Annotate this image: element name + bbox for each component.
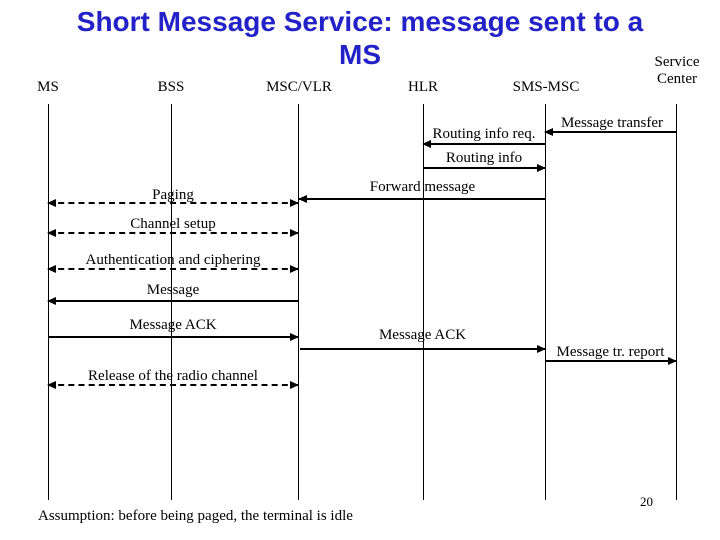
arrow-message-tr-report — [545, 357, 677, 365]
arrow-routing-info — [423, 164, 546, 172]
actor-label-msc-vlr: MSC/VLR — [266, 79, 332, 95]
arrow-authentication-ciphering — [47, 265, 299, 273]
slide-title: Short Message Service: message sent to a… — [0, 5, 720, 71]
arrow-paging — [47, 199, 299, 207]
arrow-message-ack-2 — [300, 345, 546, 353]
actor-label-hlr: HLR — [408, 79, 438, 95]
label-channel-setup: Channel setup — [130, 216, 216, 232]
arrowhead-left-icon — [47, 265, 56, 273]
lifeline-hlr — [423, 104, 424, 500]
lifeline-bss — [171, 104, 172, 500]
arrowhead-right-icon — [290, 381, 299, 389]
arrow-channel-setup — [47, 229, 299, 237]
label-forward-message: Forward message — [369, 179, 476, 195]
label-message-transfer: Message transfer — [560, 115, 664, 131]
assumption-footnote: Assumption: before being paged, the term… — [38, 508, 353, 524]
lifeline-msc-vlr — [298, 104, 299, 500]
arrow-message-transfer — [544, 128, 676, 136]
arrow-release-radio-channel — [47, 381, 299, 389]
arrowhead-right-icon — [290, 229, 299, 237]
label-message-ack-2: Message ACK — [378, 327, 467, 343]
actor-label-ms: MS — [37, 79, 59, 95]
actor-label-sms-msc: SMS-MSC — [512, 79, 580, 95]
lifeline-service-center — [676, 104, 677, 500]
page-number: 20 — [640, 494, 653, 509]
arrowhead-left-icon — [47, 199, 56, 207]
arrowhead-left-icon — [47, 297, 56, 305]
label-message-ack-1: Message ACK — [129, 317, 217, 333]
label-routing-info-req: Routing info req. — [432, 126, 536, 142]
arrowhead-left-icon — [298, 195, 307, 203]
arrow-routing-info-req — [422, 140, 545, 148]
arrowhead-right-icon — [290, 333, 299, 341]
arrowhead-left-icon — [47, 381, 56, 389]
arrow-message — [47, 297, 299, 305]
arrowhead-right-icon — [668, 357, 677, 365]
slide-title-line2: MS — [339, 39, 381, 70]
actor-label-bss: BSS — [157, 79, 185, 95]
label-message: Message — [146, 282, 200, 298]
label-routing-info: Routing info — [445, 150, 523, 166]
lifeline-sms-msc — [545, 104, 546, 500]
label-paging: Paging — [152, 187, 194, 203]
label-message-tr-report: Message tr. report — [556, 344, 665, 360]
label-authentication-ciphering: Authentication and ciphering — [85, 252, 261, 268]
arrowhead-right-icon — [537, 164, 546, 172]
label-release-radio-channel: Release of the radio channel — [88, 368, 258, 384]
arrowhead-right-icon — [290, 199, 299, 207]
arrowhead-left-icon — [47, 229, 56, 237]
arrowhead-left-icon — [422, 140, 431, 148]
arrow-forward-message — [298, 195, 545, 203]
arrow-message-ack-1 — [48, 333, 299, 341]
arrowhead-right-icon — [537, 345, 546, 353]
arrowhead-left-icon — [544, 128, 553, 136]
arrowhead-right-icon — [290, 265, 299, 273]
slide-title-line1: Short Message Service: message sent to a — [76, 6, 644, 37]
actor-label-service-center: Service Center — [654, 54, 700, 87]
